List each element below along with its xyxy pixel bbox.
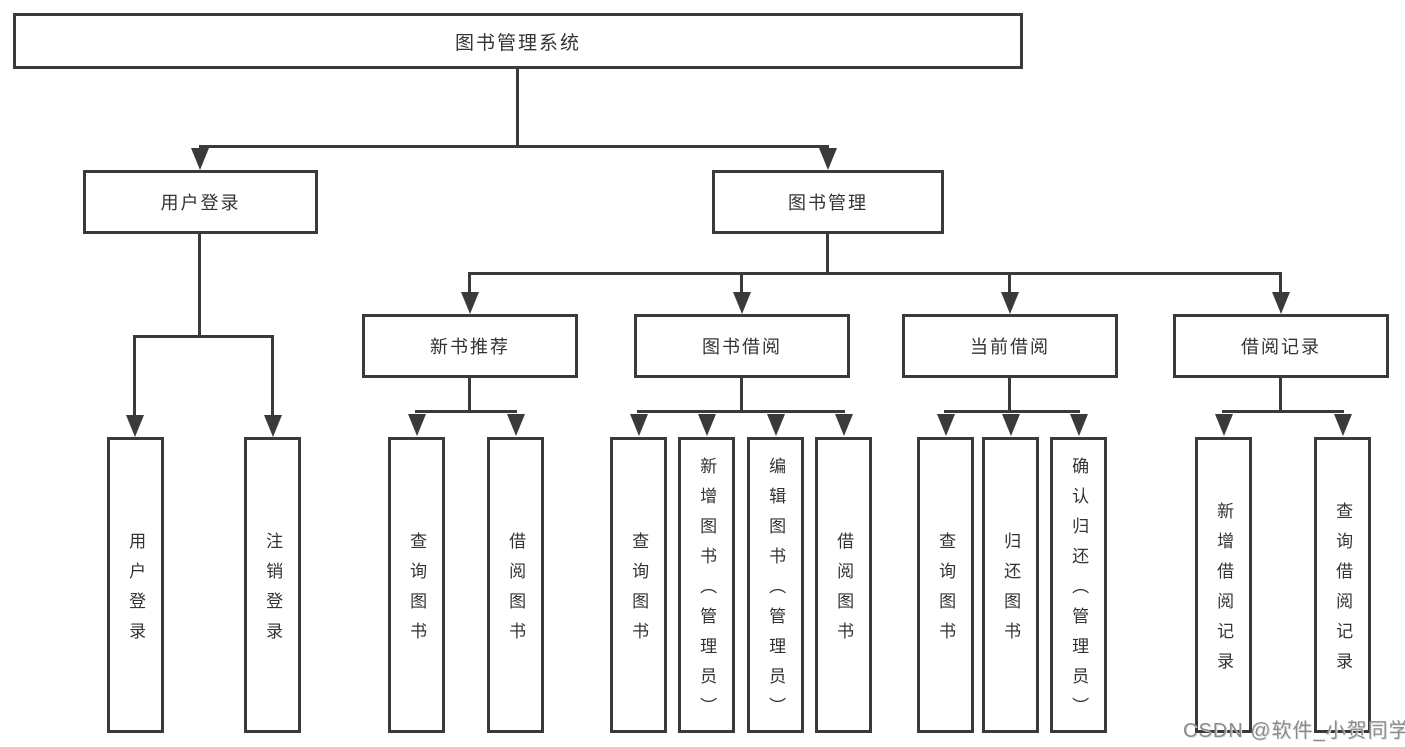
connector-vline: [133, 335, 136, 417]
leaf-edit-book-admin: 编辑图书（管理员）: [747, 437, 804, 733]
node-book-borrowing: 图书借阅: [634, 314, 850, 378]
leaf-label: 新增图书（管理员）: [697, 456, 717, 727]
connector-hline: [944, 410, 1080, 413]
leaf-confirm-return-admin: 确认归还（管理员）: [1050, 437, 1107, 733]
connector-vline: [740, 272, 743, 294]
connector-vline: [826, 234, 829, 275]
node-label: 当前借阅: [970, 337, 1050, 357]
arrow-down-icon: [733, 292, 751, 314]
arrow-down-icon: [461, 292, 479, 314]
arrow-down-icon: [698, 414, 716, 436]
leaf-label: 编辑图书（管理员）: [766, 456, 786, 727]
csdn-watermark: CSDN @软件_小贺同学: [1183, 720, 1405, 742]
arrow-down-icon: [408, 414, 426, 436]
leaf-query-books: 查询图书: [610, 437, 667, 733]
arrow-down-icon: [835, 414, 853, 436]
node-new-book-recommend: 新书推荐: [362, 314, 578, 378]
node-label: 新书推荐: [430, 337, 510, 357]
arrow-down-icon: [1272, 292, 1290, 314]
connector-hline: [415, 410, 517, 413]
leaf-borrow-books: 借阅图书: [487, 437, 544, 733]
connector-vline: [198, 234, 201, 338]
leaf-label: 查询借阅记录: [1333, 501, 1353, 682]
connector-vline: [1008, 272, 1011, 294]
connector-hline: [199, 145, 829, 148]
node-borrow-records: 借阅记录: [1173, 314, 1389, 378]
arrow-down-icon: [767, 414, 785, 436]
node-label: 图书借阅: [702, 337, 782, 357]
leaf-borrow-books: 借阅图书: [815, 437, 872, 733]
leaf-query-books: 查询图书: [917, 437, 974, 733]
connector-hline: [133, 335, 274, 338]
arrow-down-icon: [264, 415, 282, 437]
arrow-down-icon: [1215, 414, 1233, 436]
leaf-return-books: 归还图书: [982, 437, 1039, 733]
connector-vline: [1279, 378, 1282, 413]
connector-vline: [1008, 378, 1011, 413]
leaf-label: 查询图书: [407, 531, 427, 652]
arrow-down-icon: [1002, 414, 1020, 436]
leaf-label: 借阅图书: [834, 531, 854, 652]
leaf-label: 借阅图书: [506, 531, 526, 652]
leaf-label: 注销登录: [263, 531, 283, 652]
leaf-query-books: 查询图书: [388, 437, 445, 733]
leaf-label: 查询图书: [936, 531, 956, 652]
leaf-label: 确认归还（管理员）: [1069, 456, 1089, 727]
node-current-borrowing: 当前借阅: [902, 314, 1118, 378]
node-label: 用户登录: [160, 193, 241, 213]
leaf-logout: 注销登录: [244, 437, 301, 733]
arrow-down-icon: [630, 414, 648, 436]
connector-hline: [1222, 410, 1344, 413]
arrow-down-icon: [1334, 414, 1352, 436]
arrow-down-icon: [507, 414, 525, 436]
arrow-down-icon: [126, 415, 144, 437]
leaf-label: 用户登录: [126, 531, 146, 652]
leaf-label: 查询图书: [629, 531, 649, 652]
connector-vline: [740, 378, 743, 413]
arrow-down-icon: [1001, 292, 1019, 314]
node-label: 借阅记录: [1241, 337, 1321, 357]
connector-hline: [637, 410, 845, 413]
leaf-add-borrow-record: 新增借阅记录: [1195, 437, 1252, 733]
leaf-label: 归还图书: [1001, 531, 1021, 652]
arrow-down-icon: [1070, 414, 1088, 436]
node-book-management: 图书管理: [712, 170, 944, 234]
arrow-down-icon: [819, 148, 837, 170]
node-user-login: 用户登录: [83, 170, 318, 234]
leaf-label: 新增借阅记录: [1214, 501, 1234, 682]
leaf-add-book-admin: 新增图书（管理员）: [678, 437, 735, 733]
leaf-user-login: 用户登录: [107, 437, 164, 733]
arrow-down-icon: [191, 148, 209, 170]
node-library-system: 图书管理系统: [13, 13, 1023, 69]
connector-vline: [516, 69, 519, 148]
node-label: 图书管理: [788, 193, 868, 213]
node-label: 图书管理系统: [454, 32, 581, 54]
connector-vline: [468, 378, 471, 413]
arrow-down-icon: [937, 414, 955, 436]
connector-vline: [1279, 272, 1282, 294]
connector-vline: [468, 272, 471, 294]
connector-vline: [271, 335, 274, 417]
connector-hline: [470, 272, 1281, 275]
leaf-query-borrow-record: 查询借阅记录: [1314, 437, 1371, 733]
